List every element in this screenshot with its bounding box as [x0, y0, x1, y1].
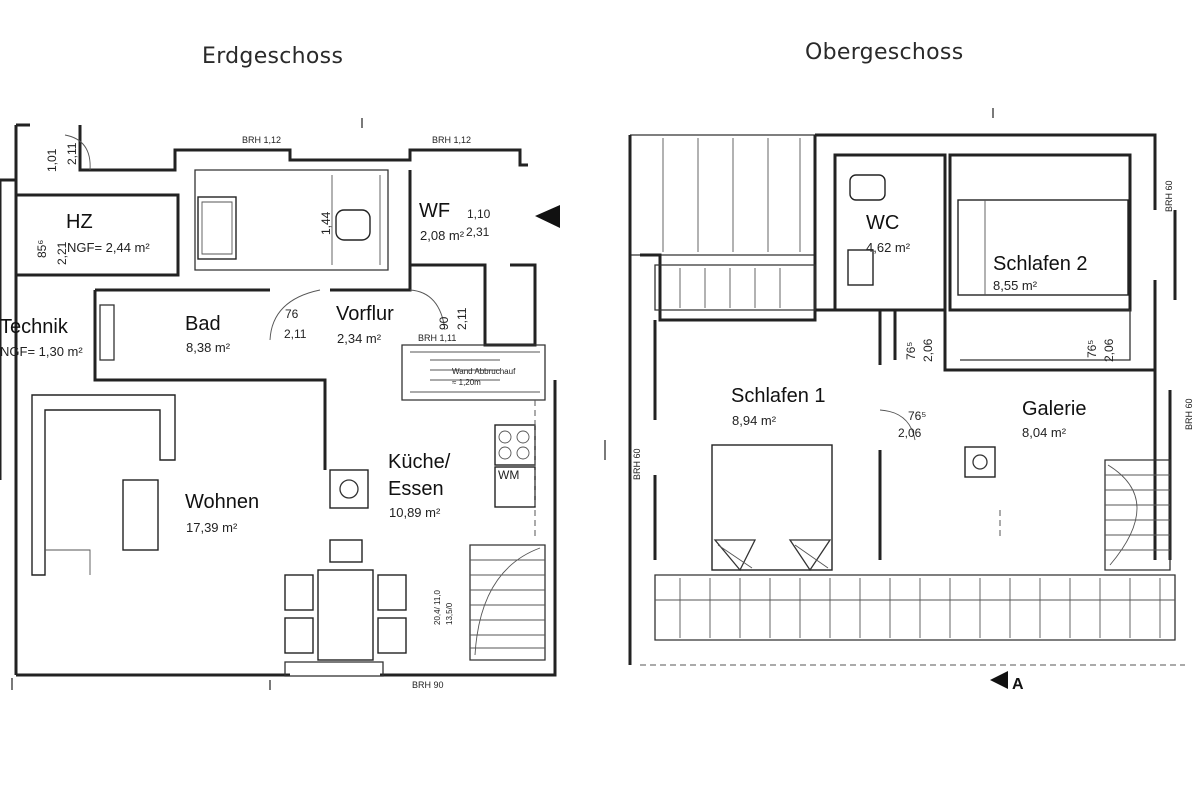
room-technik-name: Technik	[0, 316, 69, 338]
wc-sink	[847, 249, 874, 286]
room-wf-area: 2,08 m²	[420, 228, 465, 243]
room-wc-name: WC	[866, 212, 899, 234]
dimension-label: 2,11	[455, 307, 469, 330]
dimension-label: 76	[285, 307, 299, 321]
bed-schlafen1	[711, 444, 833, 571]
dimension-label: 2,06	[898, 426, 922, 440]
dimension-label: 1,10	[467, 207, 491, 221]
stairs-label: 20,4/ 11,0	[433, 589, 442, 625]
bed-schlafen2	[957, 199, 1129, 296]
room-kueche-name-line2: Essen	[388, 478, 444, 500]
brh-label: BRH 60	[632, 448, 642, 480]
room-kueche-name-line1: Küche/	[388, 451, 451, 473]
brh-label: BRH 90	[412, 680, 444, 690]
room-wohnen-name: Wohnen	[185, 491, 259, 513]
ground-floor-title: Erdgeschoss	[202, 44, 344, 69]
dimension-label: 76⁵	[908, 409, 926, 423]
dimension-label: 2,31	[466, 225, 490, 239]
dimension-label: 76⁵	[904, 342, 918, 360]
room-galerie-name: Galerie	[1022, 398, 1086, 420]
wm-label: WM	[498, 468, 519, 482]
wc-ground	[335, 209, 371, 241]
dimension-label: 2,11	[65, 142, 79, 165]
stairs-label: 13,5/0	[445, 602, 454, 625]
brh-label: BRH 1,12	[242, 135, 281, 145]
wall-note: Wand Abbruchauf	[452, 367, 516, 376]
room-galerie-area: 8,04 m²	[1022, 425, 1067, 440]
dimension-label: 2,06	[921, 338, 935, 362]
room-schlafen1-name: Schlafen 1	[731, 385, 826, 407]
dining-table	[317, 569, 374, 661]
washing-machine	[494, 466, 536, 508]
upper-floor-plan: WC 4,62 m² Schlafen 2 8,55 m² Schlafen 1…	[604, 108, 1194, 693]
stove	[494, 424, 536, 466]
dimension-label: 2,06	[1102, 338, 1116, 362]
roof-slope-hatching	[630, 134, 816, 256]
dimension-label: 76⁵	[1085, 340, 1099, 358]
brh-label: BRH 60	[1184, 398, 1194, 430]
dimension-label: 2,11	[284, 327, 307, 341]
dimension-label: 2,21	[55, 241, 69, 265]
bathtub	[197, 196, 237, 260]
upper-stairs	[1104, 459, 1171, 571]
brh-label: BRH 60	[1164, 180, 1174, 212]
room-kueche-area: 10,89 m²	[389, 505, 441, 520]
dimension-label: 90	[437, 316, 451, 330]
room-schlafen2-name: Schlafen 2	[993, 253, 1088, 275]
room-hz-area: NGF= 2,44 m²	[67, 240, 150, 255]
ground-stairs	[469, 544, 546, 661]
room-wf-name: WF	[419, 200, 450, 222]
room-hz-name: HZ	[66, 211, 93, 233]
entry-arrow-icon	[535, 205, 560, 228]
upper-outer-wall	[628, 133, 1157, 665]
room-technik-area: NGF= 1,30 m²	[0, 344, 83, 359]
room-schlafen1-area: 8,94 m²	[732, 413, 777, 428]
dimension-label: 1,01	[45, 148, 59, 172]
room-wohnen-area: 17,39 m²	[186, 520, 238, 535]
room-vorflur-name: Vorflur	[336, 303, 394, 325]
room-vorflur-area: 2,34 m²	[337, 331, 382, 346]
brh-label: BRH 1,12	[432, 135, 471, 145]
room-schlafen2-area: 8,55 m²	[993, 278, 1038, 293]
wall-note: ≈ 1,20m	[452, 378, 481, 387]
room-wc-area: 4,62 m²	[866, 240, 911, 255]
upper-floor-title: Obergeschoss	[805, 40, 964, 65]
ground-outer-wall	[14, 123, 557, 677]
ground-floor-plan: HZ NGF= 2,44 m² Technik NGF= 1,30 m² Bad…	[0, 118, 560, 690]
dimension-label: 85⁶	[35, 240, 49, 258]
section-marker-label: A	[1012, 676, 1024, 693]
wc-toilet	[849, 174, 886, 201]
dimension-label: 1,44	[319, 211, 333, 235]
brh-label: BRH 1,11	[418, 333, 456, 343]
railing	[640, 574, 1185, 666]
coffee-table	[122, 479, 159, 551]
hz-walls	[16, 193, 180, 277]
sofa	[31, 394, 176, 576]
chimney-upper	[964, 446, 996, 478]
section-arrow-icon	[990, 671, 1008, 689]
room-bad-name: Bad	[185, 313, 221, 335]
chimney	[329, 469, 369, 509]
room-bad-area: 8,38 m²	[186, 340, 231, 355]
